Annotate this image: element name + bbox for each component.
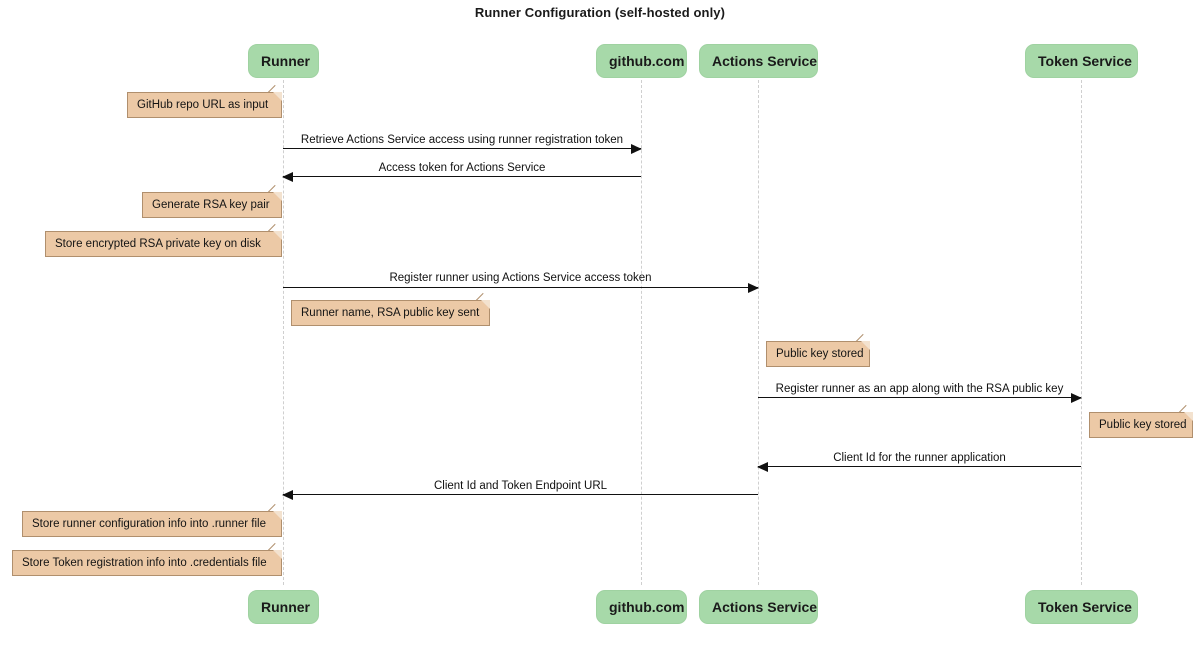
participant-label: Token Service <box>1038 53 1132 69</box>
note-text: Public key stored <box>776 348 864 360</box>
lifeline-runner <box>283 80 284 585</box>
page-title: Runner Configuration (self-hosted only) <box>474 5 726 20</box>
arrowhead-icon <box>282 490 293 500</box>
lifeline-token <box>1081 80 1082 585</box>
note-text: Store encrypted RSA private key on disk <box>55 238 261 250</box>
msg-access-token-for-actions-service-label: Access token for Actions Service <box>378 162 546 174</box>
participant-runner-bottom[interactable]: Runner <box>248 590 319 624</box>
note-fold-corner-icon <box>273 92 282 101</box>
note-text: Runner name, RSA public key sent <box>301 307 480 319</box>
participant-token-top[interactable]: Token Service <box>1025 44 1138 78</box>
msg-register-runner <box>283 283 759 293</box>
msg-client-id-for-runner-application <box>757 462 1081 472</box>
note-store-runner-configuration: Store runner configuration info into .ru… <box>22 503 282 537</box>
arrowhead-icon <box>282 172 293 182</box>
note-fold-corner-icon <box>861 341 870 350</box>
msg-retrieve-actions-service-access-label: Retrieve Actions Service access using ru… <box>300 134 624 146</box>
participant-label: Runner <box>261 53 310 69</box>
participant-label: Actions Service <box>712 53 818 69</box>
participant-actions-top[interactable]: Actions Service <box>699 44 818 78</box>
arrowhead-icon <box>748 283 759 293</box>
note-fold-corner-icon <box>273 192 282 201</box>
msg-retrieve-actions-service-access <box>283 144 642 154</box>
participant-actions-bottom[interactable]: Actions Service <box>699 590 818 624</box>
note-text: Public key stored <box>1099 419 1187 431</box>
note-store-encrypted-rsa-private-key: Store encrypted RSA private key on disk <box>45 223 282 257</box>
note-github-repo-url: GitHub repo URL as input <box>127 84 282 118</box>
note-generate-rsa-key-pair: Generate RSA key pair <box>142 184 282 218</box>
note-public-key-stored-actions: Public key stored <box>766 333 870 367</box>
participant-token-bottom[interactable]: Token Service <box>1025 590 1138 624</box>
note-fold-corner-icon <box>273 231 282 240</box>
msg-register-runner-label: Register runner using Actions Service ac… <box>389 272 652 284</box>
note-public-key-stored-token: Public key stored <box>1089 404 1193 438</box>
participant-label: github.com <box>609 599 685 615</box>
note-store-token-registration: Store Token registration info into .cred… <box>12 542 282 576</box>
note-fold-corner-icon <box>1184 412 1193 421</box>
msg-register-runner-as-app-label: Register runner as an app along with the… <box>775 383 1064 395</box>
note-fold-corner-icon <box>273 511 282 520</box>
msg-client-id-and-token-endpoint-url <box>282 490 758 500</box>
note-runner-name-rsa-public-key-sent: Runner name, RSA public key sent <box>291 292 490 326</box>
note-text: Store runner configuration info into .ru… <box>32 518 266 530</box>
arrowhead-icon <box>757 462 768 472</box>
msg-register-runner-as-app <box>758 393 1082 403</box>
participant-runner-top[interactable]: Runner <box>248 44 319 78</box>
lifeline-github <box>641 80 642 585</box>
participant-label: Token Service <box>1038 599 1132 615</box>
participant-label: github.com <box>609 53 685 69</box>
participant-label: Runner <box>261 599 310 615</box>
note-text: Generate RSA key pair <box>152 199 270 211</box>
arrowhead-icon <box>631 144 642 154</box>
msg-client-id-and-token-endpoint-url-label: Client Id and Token Endpoint URL <box>433 480 608 492</box>
msg-client-id-for-runner-application-label: Client Id for the runner application <box>833 452 1006 464</box>
participant-github-bottom[interactable]: github.com <box>596 590 687 624</box>
arrowhead-icon <box>1071 393 1082 403</box>
participant-github-top[interactable]: github.com <box>596 44 687 78</box>
participant-label: Actions Service <box>712 599 818 615</box>
note-text: Store Token registration info into .cred… <box>22 557 267 569</box>
lifeline-actions <box>758 80 759 585</box>
msg-access-token-for-actions-service <box>282 172 641 182</box>
note-fold-corner-icon <box>481 300 490 309</box>
note-fold-corner-icon <box>273 550 282 559</box>
note-text: GitHub repo URL as input <box>137 99 269 111</box>
